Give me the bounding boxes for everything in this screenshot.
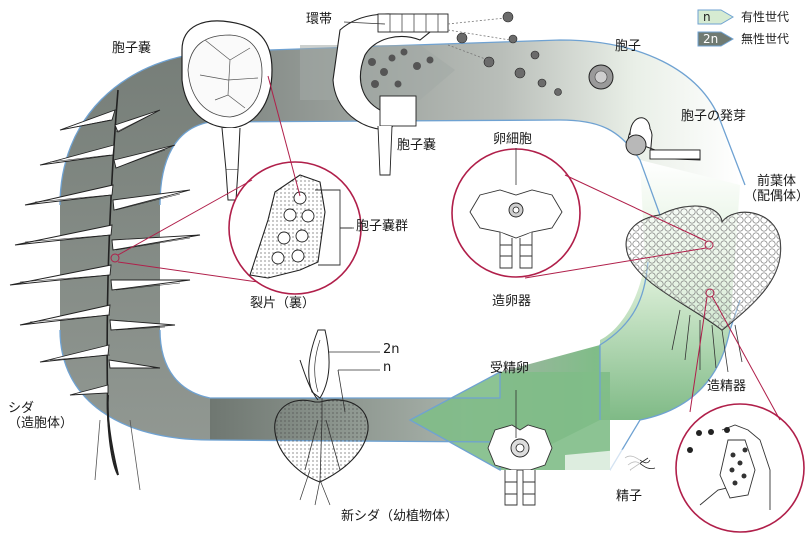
callout-lines: [110, 75, 781, 421]
egg-cell-label: 卵細胞: [493, 132, 533, 147]
fertilized-egg-illustration: [487, 424, 553, 506]
fern-sporophyte-illustration: [9, 89, 201, 491]
sporangium-label: 胞子嚢: [112, 41, 152, 56]
inner-sporangium-label: 胞子嚢: [397, 138, 437, 153]
spore-germination-label: 胞子の発芽: [681, 109, 747, 124]
legend-haploid-swatch: n: [697, 9, 735, 25]
legend-diploid-swatch: 2n: [697, 31, 735, 47]
sporangium-illustration: [181, 20, 273, 201]
legend-haploid: n 有性世代: [697, 8, 789, 25]
new-fern-label: 新シダ（幼植物体）: [341, 509, 459, 524]
sperm-cells: [687, 427, 730, 453]
fern-label: シダ （造胞体）: [8, 401, 74, 431]
legend-diploid-symbol: 2n: [703, 31, 719, 46]
legend-diploid: 2n 無性世代: [697, 30, 789, 47]
opening-sporangium: [332, 13, 449, 176]
germinating-spore-illustration: [625, 117, 701, 161]
sorus-label: 胞子嚢群: [356, 219, 409, 234]
legend-haploid-label: 有性世代: [741, 10, 790, 24]
archegonium-label: 造卵器: [492, 294, 532, 309]
legend-haploid-symbol: n: [703, 9, 711, 24]
young-sporophyte-illustration: [274, 329, 369, 506]
sperm-label: 精子: [616, 489, 643, 504]
prothallus-illustration: [625, 205, 782, 373]
leaflet-label: 裂片（裏）: [250, 296, 316, 311]
spore-label: 胞子: [615, 39, 642, 54]
antheridium-label: 造精器: [707, 379, 747, 394]
prothallus-label: 前葉体 （配偶体）: [744, 174, 810, 204]
legend-diploid-label: 無性世代: [741, 32, 790, 46]
ploidy-n-label: n: [383, 360, 392, 375]
dispersing-spores: [456, 11, 562, 96]
ploidy-2n-label: 2n: [383, 342, 400, 357]
fertilized-egg-label: 受精卵: [490, 361, 530, 376]
annulus-label: 環帯: [306, 12, 333, 27]
